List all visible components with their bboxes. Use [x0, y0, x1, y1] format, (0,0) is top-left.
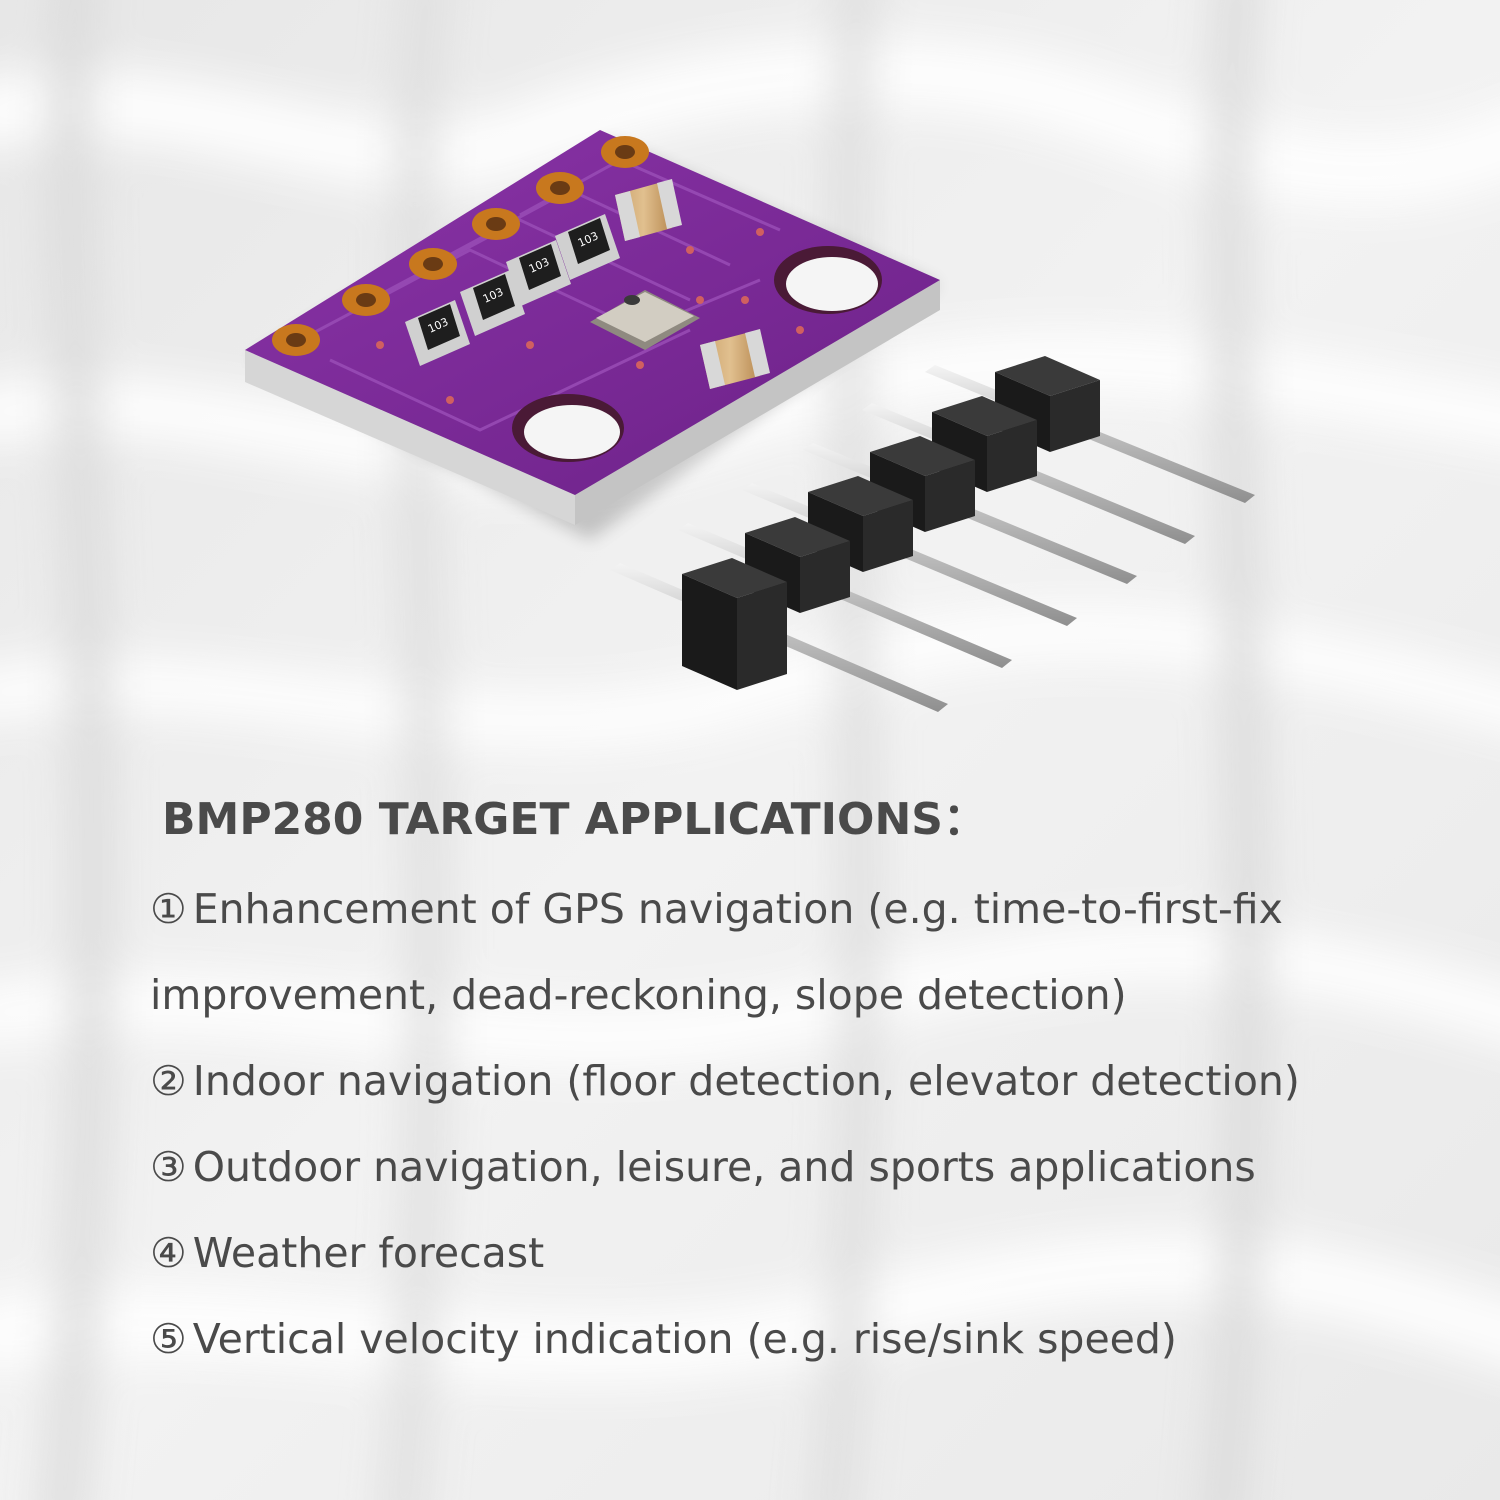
product-image: 103 103 103 103	[245, 130, 1255, 712]
item-text: Weather forecast	[192, 1229, 545, 1277]
item-number: ④	[150, 1229, 187, 1277]
board-edge-front	[245, 350, 575, 525]
pad	[472, 208, 520, 240]
header-blocks	[682, 356, 1100, 690]
item-number: ③	[150, 1143, 187, 1191]
solder-pads	[272, 136, 649, 356]
item-number: ②	[150, 1057, 187, 1105]
mounting-hole	[512, 394, 624, 462]
item-text: Outdoor navigation, leisure, and sports …	[192, 1143, 1256, 1191]
item-text-continued: improvement, dead-reckoning, slope detec…	[150, 971, 1127, 1019]
pressure-sensor-chip	[590, 290, 700, 350]
vias	[376, 228, 804, 404]
applications-heading: BMP280 TARGET APPLICATIONS：	[162, 794, 987, 845]
pad	[409, 248, 457, 280]
pad	[342, 284, 390, 316]
board-edge-side	[575, 280, 940, 525]
resistor: 103	[460, 270, 525, 336]
resistor: 103	[506, 240, 571, 306]
pad	[601, 136, 649, 168]
mounting-hole	[774, 246, 882, 314]
capacitor	[615, 179, 682, 241]
item-text: Indoor navigation (floor detection, elev…	[192, 1057, 1300, 1105]
resistor: 103	[555, 214, 620, 280]
header-block	[682, 558, 787, 690]
board-top	[245, 130, 940, 495]
capacitor	[700, 329, 770, 389]
pin-header	[610, 356, 1255, 712]
item-number: ⑤	[150, 1315, 187, 1363]
pad	[272, 324, 320, 356]
sensor-board: 103 103 103 103	[245, 130, 940, 525]
pad	[536, 172, 584, 204]
item-text: Enhancement of GPS navigation (e.g. time…	[192, 885, 1283, 933]
item-number: ①	[150, 885, 187, 933]
item-text: Vertical velocity indication (e.g. rise/…	[192, 1315, 1177, 1363]
resistor: 103	[405, 300, 470, 366]
